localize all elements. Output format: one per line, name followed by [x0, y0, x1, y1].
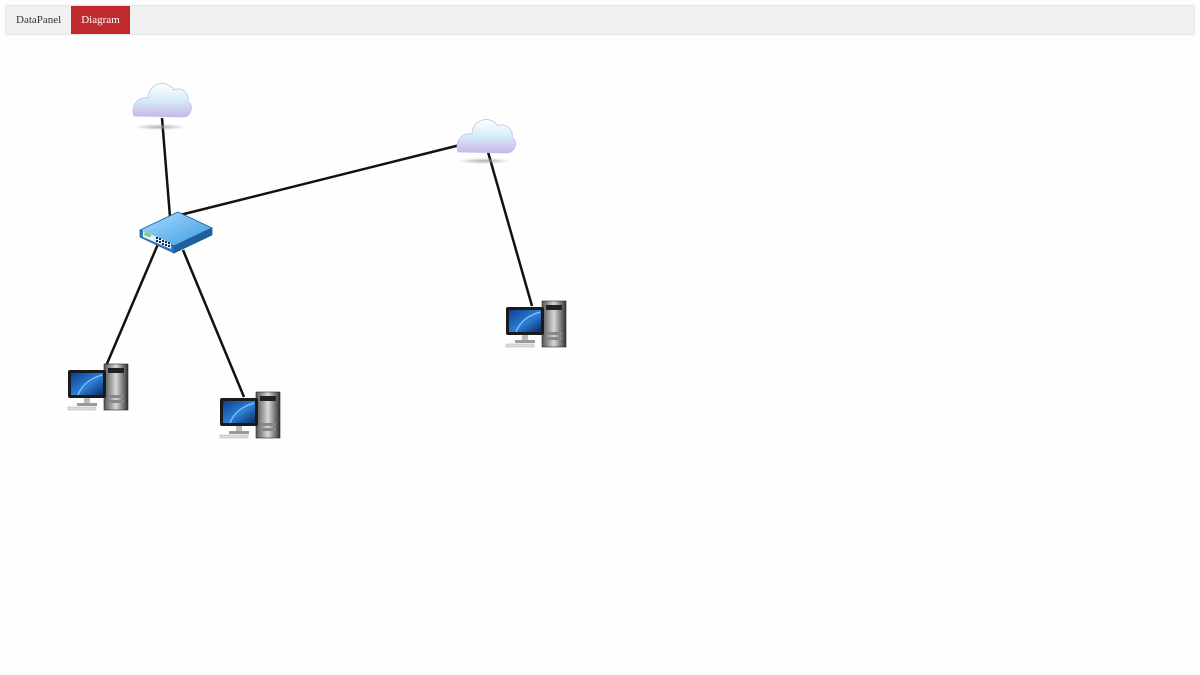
desktop-computer-icon[interactable] — [219, 391, 281, 439]
link-switch-pc1[interactable] — [104, 243, 160, 367]
tab-bar: DataPanel Diagram — [5, 5, 1195, 35]
desktop-computer-icon[interactable] — [67, 363, 129, 411]
link-switch-pc2[interactable] — [181, 249, 246, 398]
links — [104, 117, 534, 398]
cloud-icon[interactable] — [132, 83, 192, 130]
link-cloud1-switch[interactable] — [160, 117, 172, 218]
link-cloud2-pc3[interactable] — [486, 151, 534, 307]
link-switch-cloud2[interactable] — [171, 143, 461, 219]
tab-diagram[interactable]: Diagram — [71, 6, 130, 34]
cloud-icon[interactable] — [456, 119, 516, 164]
network-switch-icon[interactable] — [139, 211, 213, 254]
tab-datapanel[interactable]: DataPanel — [16, 14, 62, 26]
desktop-computer-icon[interactable] — [505, 300, 567, 348]
